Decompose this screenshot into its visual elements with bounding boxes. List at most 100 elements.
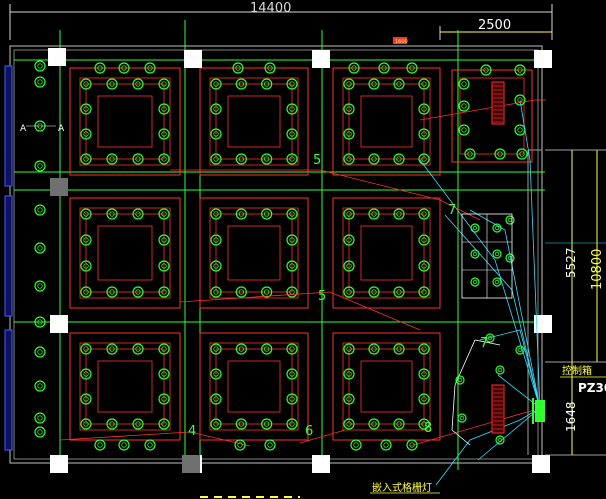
coffer-ring (85, 83, 165, 160)
lamp-core (371, 421, 377, 427)
lamp-icon (264, 439, 276, 451)
lamp-core (37, 207, 43, 213)
lamp-icon (343, 234, 355, 246)
lamp-icon (343, 343, 355, 355)
lamp-core (494, 251, 500, 257)
lamp-icon (94, 62, 106, 74)
lamp-core (109, 81, 115, 87)
lamp-icon (343, 393, 355, 405)
lamp-core (83, 396, 89, 402)
lamp-icon (368, 78, 380, 90)
lamp-icon (144, 439, 156, 451)
lamp-icon (393, 208, 405, 220)
lamp-icon (393, 78, 405, 90)
lamp-icon (343, 103, 355, 115)
lamp-core (346, 81, 352, 87)
lamp-icon (261, 78, 273, 90)
lamp-icon (158, 418, 170, 430)
lamp-core (83, 131, 89, 137)
column (534, 50, 552, 68)
lamp-core (213, 81, 219, 87)
lamp-icon (80, 103, 92, 115)
coffer-mid (79, 207, 171, 299)
lamp-core (37, 349, 43, 355)
lamp-core (289, 106, 295, 112)
lamp-icon (261, 153, 273, 165)
lamp-icon (418, 78, 430, 90)
right-grid-panel (461, 213, 513, 299)
coffer-outer (199, 67, 309, 176)
lamp-core (396, 421, 402, 427)
lamp-core (346, 106, 352, 112)
lamp-core (472, 225, 478, 231)
lamp-icon (158, 286, 170, 298)
coffer-inner (360, 360, 413, 413)
left-windows (4, 65, 13, 451)
lamp-core (346, 156, 352, 162)
lamp-icon (235, 153, 247, 165)
lamp-core (371, 211, 377, 217)
coffer (332, 197, 441, 309)
lamp-icon (261, 286, 273, 298)
lamp-icon (406, 439, 418, 451)
lamp-core (396, 346, 402, 352)
lamp-core (517, 67, 523, 73)
lamp-icon (418, 260, 430, 272)
lamp-core (346, 421, 352, 427)
lamp-icon (343, 128, 355, 140)
lamp-icon (210, 260, 222, 272)
circuit-7-upper: 7 (448, 203, 456, 218)
lamp-icon (343, 153, 355, 165)
lamp-icon (393, 418, 405, 430)
lamp-icon (158, 103, 170, 115)
lamp-core (383, 442, 389, 448)
lamp-icon (80, 78, 92, 90)
lamp-icon (210, 286, 222, 298)
lamp-core (289, 421, 295, 427)
lamp-core (494, 225, 500, 231)
lamp-icon (158, 128, 170, 140)
lamp-core (161, 346, 167, 352)
lamp-core (421, 131, 427, 137)
lamp-icon (286, 418, 298, 430)
lamp-icon (34, 280, 46, 292)
lamp-icon (210, 78, 222, 90)
lamp-core (135, 156, 141, 162)
lamp-icon (418, 418, 430, 430)
lamp-core (346, 211, 352, 217)
lamp-core (421, 106, 427, 112)
lamp-icon (480, 64, 492, 76)
lamp-icon (393, 343, 405, 355)
lamp-icon (106, 286, 118, 298)
section-marker-left: A (20, 124, 27, 134)
coffer-ring (215, 213, 293, 293)
lamp-core (519, 151, 525, 157)
lamp-core (517, 127, 523, 133)
lamp-icon (158, 153, 170, 165)
lamp-core (37, 319, 43, 325)
lamp-core (161, 131, 167, 137)
lamp-core (238, 289, 244, 295)
lamp-core (264, 81, 270, 87)
lamp-icon (368, 286, 380, 298)
lamp-core (264, 346, 270, 352)
lamp-icon (210, 103, 222, 115)
lamp-icon (80, 128, 92, 140)
grid-lines (14, 20, 545, 470)
column-hatched (50, 178, 68, 196)
lamp-core (238, 211, 244, 217)
bottom-segment-label: 1648 (564, 401, 578, 432)
lamp-icon (464, 148, 476, 160)
circuit-6: 6 (305, 424, 313, 439)
column (312, 455, 330, 473)
lamp-icon (418, 393, 430, 405)
coffer-ring (85, 348, 165, 425)
lamp-icon (80, 418, 92, 430)
lamp-icon (393, 153, 405, 165)
lamp-core (109, 346, 115, 352)
lamp-icon (106, 343, 118, 355)
lamp-icon (485, 333, 495, 343)
light-hatching (493, 85, 503, 430)
